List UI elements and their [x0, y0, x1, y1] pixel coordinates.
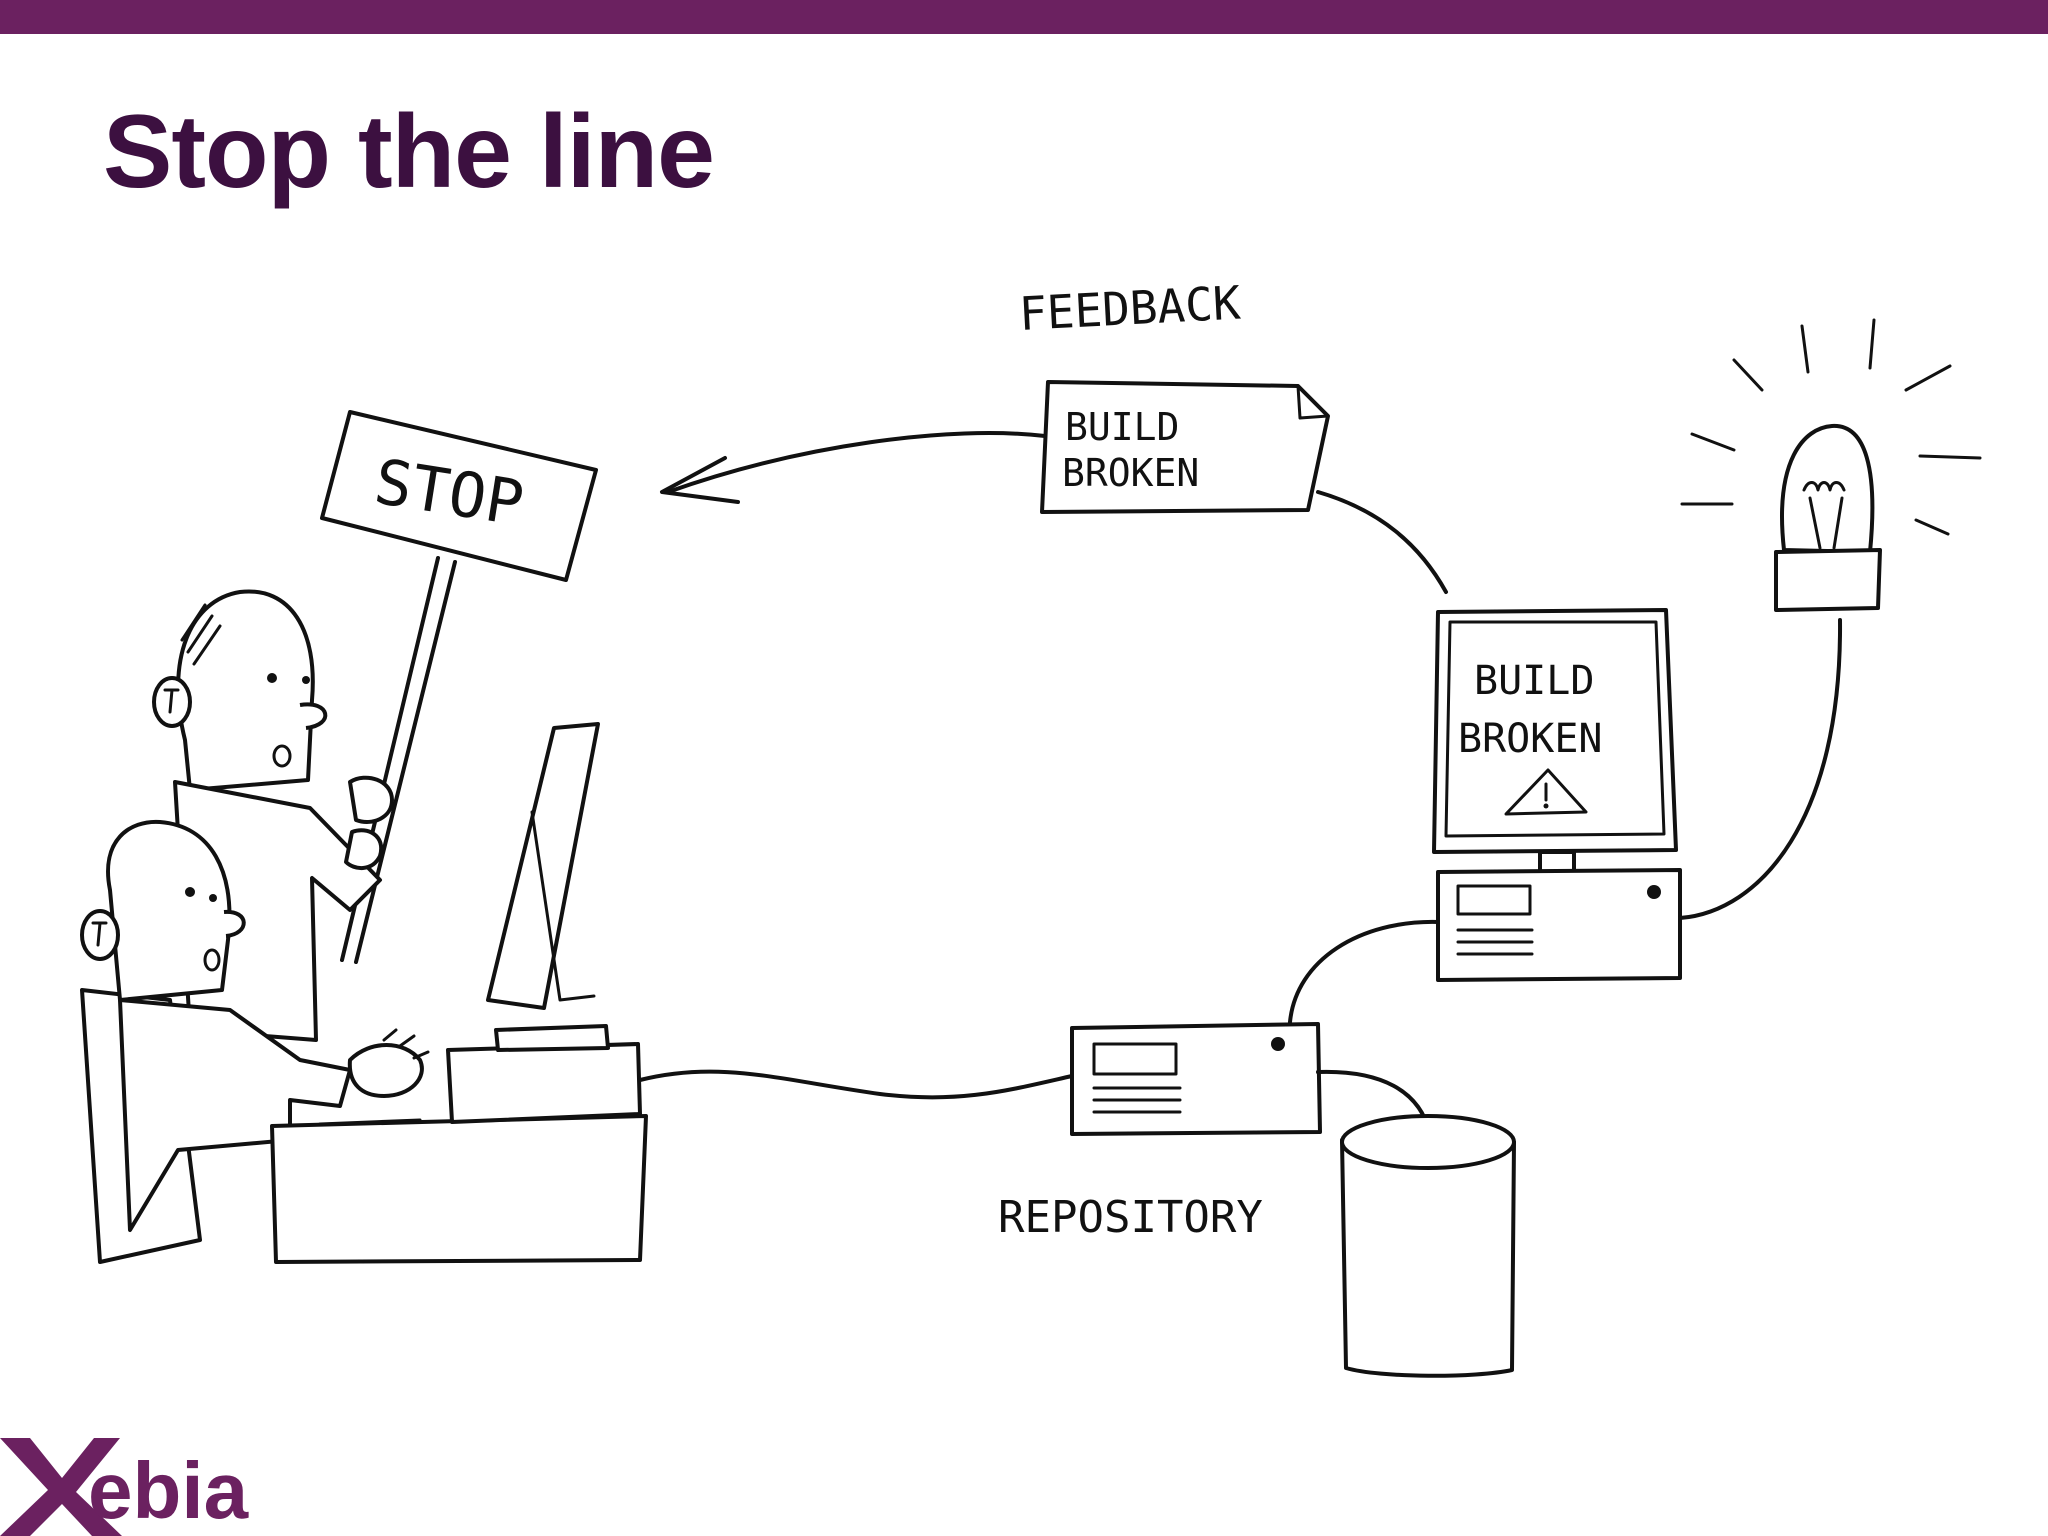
warning-lamp-icon — [1680, 318, 1982, 612]
standing-developer — [152, 589, 394, 1042]
build-server-monitor: BUILD BROKEN — [1432, 608, 1678, 874]
build-server-base — [1436, 868, 1682, 982]
monitor-text-line2: BROKEN — [1458, 716, 1603, 762]
note-text-line1: BUILD — [1065, 405, 1179, 449]
feedback-arrow — [660, 431, 1047, 504]
stop-sign: STOP — [320, 410, 598, 964]
build-broken-note: BUILD BROKEN — [1040, 380, 1330, 514]
feedback-label: FEEDBACK — [1018, 275, 1242, 341]
lamp-cable — [1678, 618, 1843, 920]
warning-icon — [1504, 768, 1588, 816]
ci-server-box — [1070, 1022, 1322, 1136]
repository-cylinder — [1340, 1114, 1516, 1378]
developer-workstation — [270, 722, 648, 1264]
note-connector — [1316, 490, 1448, 594]
slide-title: Stop the line — [103, 94, 715, 210]
network-cable-developer — [638, 1069, 1074, 1100]
sitting-developer — [80, 819, 430, 1264]
top-accent-bar — [0, 0, 2048, 34]
network-cable-server — [1288, 919, 1440, 1024]
note-text-line2: BROKEN — [1062, 451, 1199, 495]
logo-wordmark: ebia — [88, 1446, 249, 1535]
xebia-logo: ebia — [0, 1438, 249, 1536]
monitor-text-line1: BUILD — [1474, 658, 1594, 704]
repository-label: REPOSITORY — [998, 1192, 1263, 1243]
